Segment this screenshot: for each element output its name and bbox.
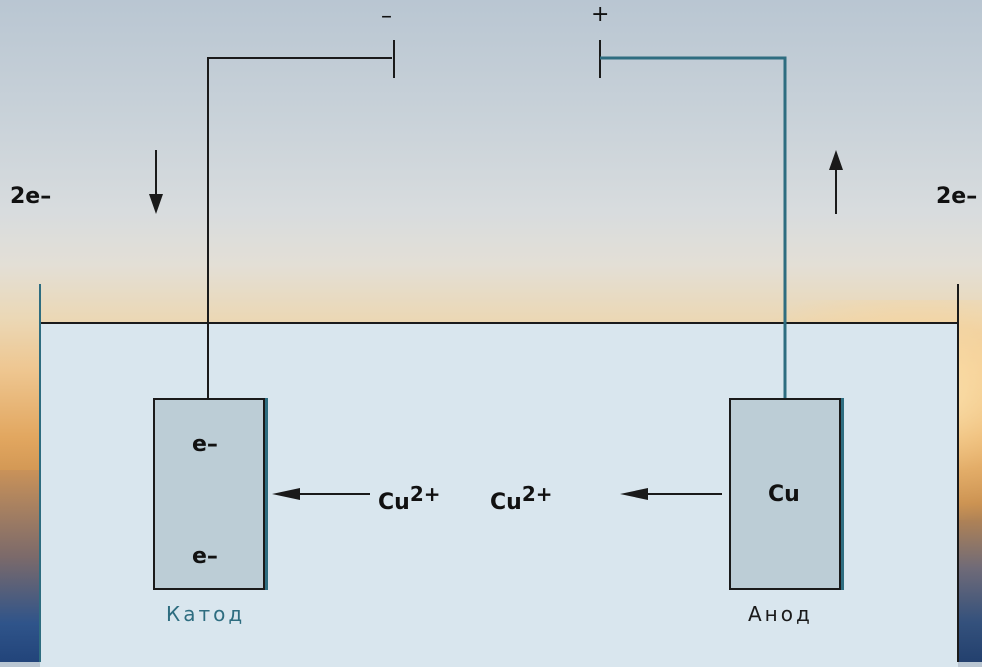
anode-metal-label: Cu	[768, 482, 800, 507]
copper-ion-label: Cu2+	[378, 482, 441, 515]
battery-negative-sign: –	[381, 4, 392, 29]
electron-label-right: 2e–	[936, 184, 978, 209]
copper-ion-label: Cu2+	[490, 482, 553, 515]
cathode-wire	[207, 57, 392, 398]
ion-arrow-from-anode	[620, 488, 722, 500]
cathode-electron-charge: e–	[192, 432, 218, 457]
cathode-plate	[153, 398, 265, 590]
cathode-name-label: Катод	[166, 602, 246, 626]
electron-arrow-down	[149, 150, 163, 214]
anode-name-label: Анод	[748, 602, 813, 626]
anode-plate	[729, 398, 841, 590]
cathode-electron-charge: e–	[192, 544, 218, 569]
battery-positive-sign: +	[591, 2, 610, 27]
electron-label-left: 2e–	[10, 184, 52, 209]
electron-arrow-up	[829, 150, 843, 214]
ion-arrow-to-cathode	[272, 488, 370, 500]
anode-wire	[600, 56, 787, 398]
background-horizon	[0, 470, 40, 662]
